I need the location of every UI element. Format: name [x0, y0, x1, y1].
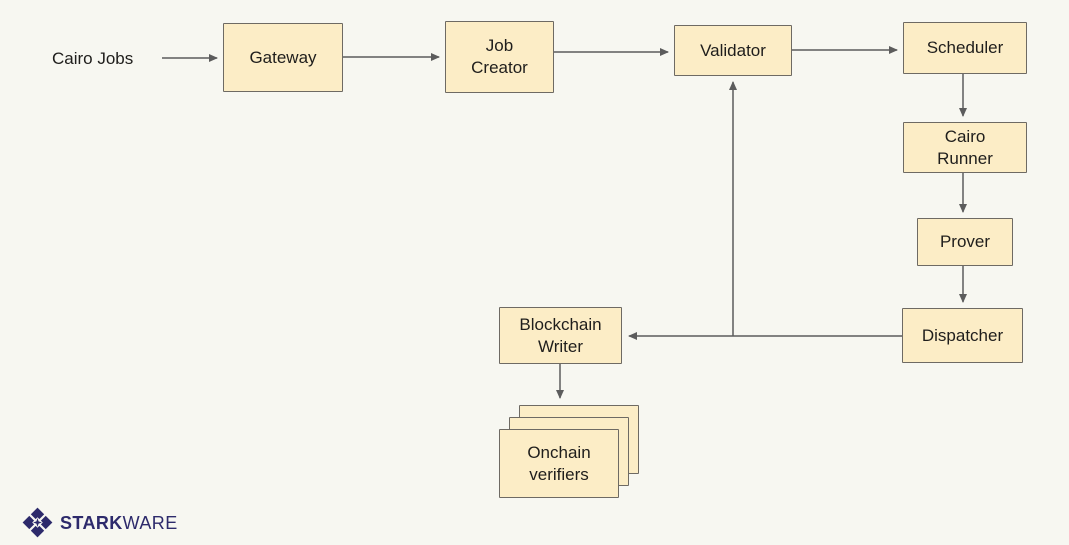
node-gateway-label: Gateway [249, 47, 317, 67]
node-dispatcher-label: Dispatcher [921, 325, 1004, 345]
starkware-logo-text-light: WARE [122, 512, 178, 533]
node-dispatcher: Dispatcher [902, 308, 1023, 363]
node-onchain-verifiers-label: Onchain verifiers [527, 442, 591, 484]
node-prover-label: Prover [939, 232, 991, 252]
node-validator: Validator [674, 25, 792, 76]
node-prover: Prover [917, 218, 1013, 266]
starkware-logo-text-bold: STARK [60, 512, 123, 533]
node-onchain-verifiers: Onchain verifiers [499, 429, 619, 498]
starkware-logo: STARKWARE [22, 507, 178, 538]
node-validator-label: Validator [700, 40, 766, 60]
node-job-creator: Job Creator [445, 21, 554, 93]
node-blockchain-writer: Blockchain Writer [499, 307, 622, 364]
node-scheduler: Scheduler [903, 22, 1027, 74]
node-blockchain-writer-label: Blockchain Writer [519, 314, 602, 356]
node-cairo-runner: Cairo Runner [903, 122, 1027, 173]
starkware-logo-text: STARKWARE [60, 514, 178, 532]
node-scheduler-label: Scheduler [926, 38, 1004, 58]
node-job-creator-label: Job Creator [471, 36, 528, 77]
node-cairo-runner-label: Cairo Runner [937, 126, 993, 168]
node-gateway: Gateway [223, 23, 343, 92]
starkware-logo-icon [22, 507, 53, 538]
cairo-jobs-label: Cairo Jobs [52, 49, 134, 68]
